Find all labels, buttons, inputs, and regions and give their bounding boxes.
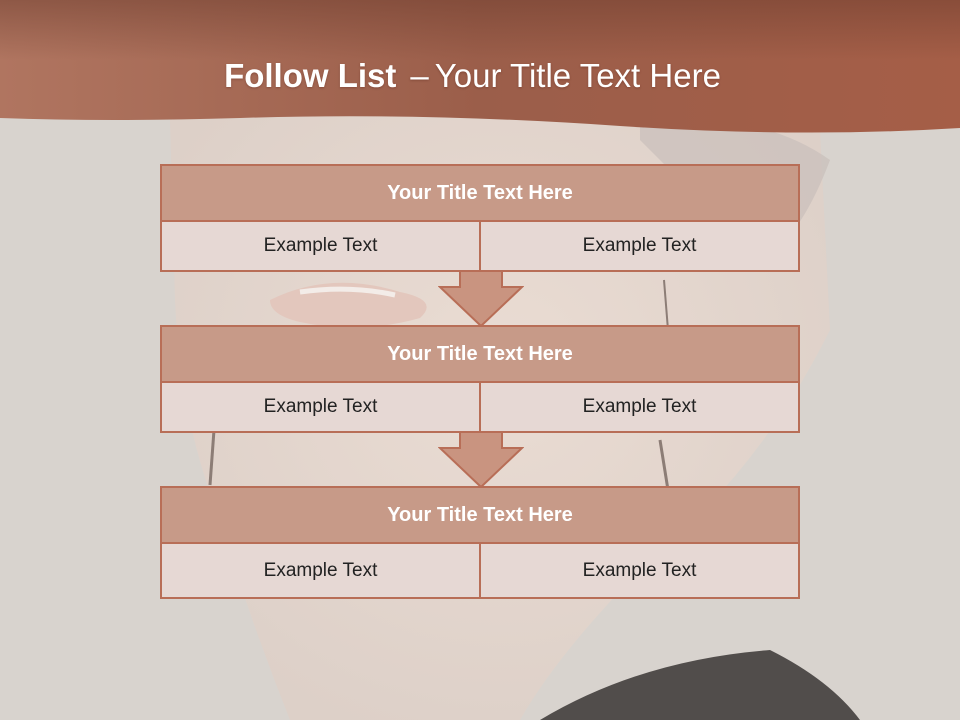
- flow-block-row: Example Text Example Text: [160, 544, 800, 599]
- flow-block-row: Example Text Example Text: [160, 383, 800, 433]
- title-dash: –: [410, 57, 429, 94]
- slide-title-bold: Follow List: [224, 57, 397, 94]
- down-arrow-icon: [438, 431, 524, 489]
- flow-cell-right: Example Text: [481, 383, 800, 433]
- flow-cell-left: Example Text: [160, 222, 481, 272]
- down-arrow-icon: [438, 270, 524, 328]
- header-band: [0, 0, 960, 133]
- flow-block-title: Your Title Text Here: [160, 164, 800, 222]
- flow-cell-left: Example Text: [160, 544, 481, 599]
- flow-cell-right: Example Text: [481, 544, 800, 599]
- flow-block-row: Example Text Example Text: [160, 222, 800, 272]
- flow-cell-right: Example Text: [481, 222, 800, 272]
- slide-title-rest: Your Title Text Here: [434, 57, 721, 94]
- flow-block-title: Your Title Text Here: [160, 325, 800, 383]
- flow-cell-left: Example Text: [160, 383, 481, 433]
- flow-block-1: Your Title Text Here Example Text Exampl…: [160, 164, 800, 272]
- flow-block-title: Your Title Text Here: [160, 486, 800, 544]
- flow-block-3: Your Title Text Here Example Text Exampl…: [160, 486, 800, 599]
- flow-block-2: Your Title Text Here Example Text Exampl…: [160, 325, 800, 433]
- slide-title: Follow List–Your Title Text Here: [0, 54, 945, 98]
